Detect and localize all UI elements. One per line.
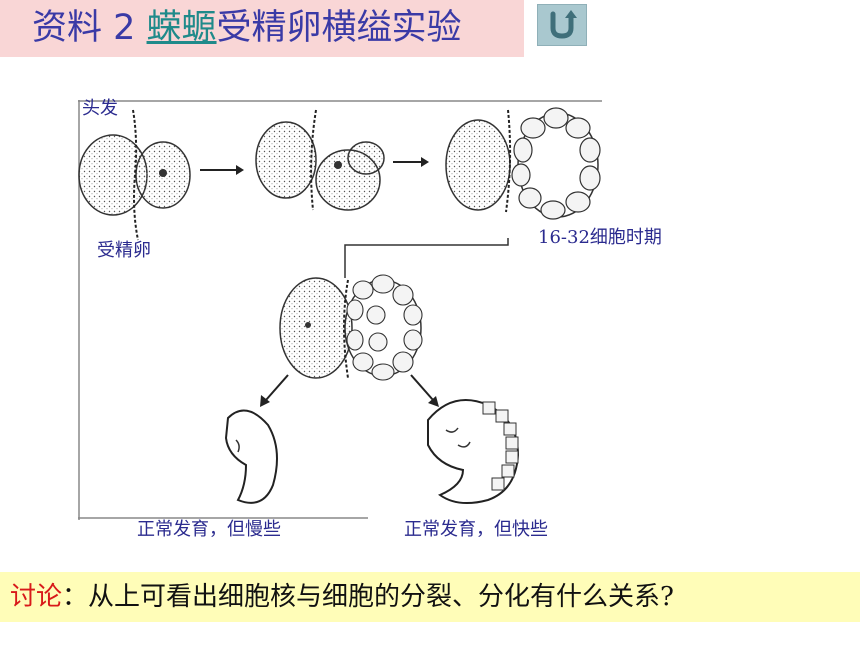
u-turn-back-icon	[550, 10, 577, 39]
embryo-fast	[427, 399, 520, 505]
arrow-2	[393, 157, 429, 167]
egg-stage-1	[78, 109, 191, 241]
title-bar	[0, 0, 524, 57]
arrow-left-down	[260, 374, 289, 407]
label-fertilized-egg: 受精卵	[97, 240, 151, 261]
embryo-slow	[224, 409, 278, 504]
experiment-diagram	[78, 100, 602, 520]
egg-stage-3	[445, 107, 601, 220]
label-normal-slower: 正常发育，但慢些	[137, 519, 281, 540]
label-normal-faster: 正常发育，但快些	[404, 519, 548, 540]
label-hair: 头发	[82, 98, 118, 119]
egg-stage-4	[279, 274, 423, 381]
slide-title: 资料 2 蝾螈受精卵横缢实验	[32, 6, 462, 50]
discussion-question: 讨论：从上可看出细胞核与细胞的分裂、分化有什么关系?	[10, 580, 674, 614]
discussion-bar	[0, 572, 860, 622]
discussion-text: ：从上可看出细胞核与细胞的分裂、分化有什么关系?	[62, 582, 674, 612]
egg-stage-2	[255, 109, 385, 211]
label-16-32-cell-stage: 16-32细胞时期	[538, 227, 662, 248]
salamander-experiment-figure	[78, 100, 602, 520]
connector-line	[344, 238, 509, 278]
title-link-salamander[interactable]: 蝾螈	[146, 8, 217, 48]
title-suffix: 受精卵横缢实验	[216, 8, 462, 48]
arrow-right-down	[410, 374, 439, 407]
title-prefix: 资料 2	[32, 8, 147, 48]
discussion-prefix: 讨论	[10, 582, 63, 612]
arrow-1	[200, 165, 244, 175]
back-button[interactable]	[537, 4, 587, 46]
